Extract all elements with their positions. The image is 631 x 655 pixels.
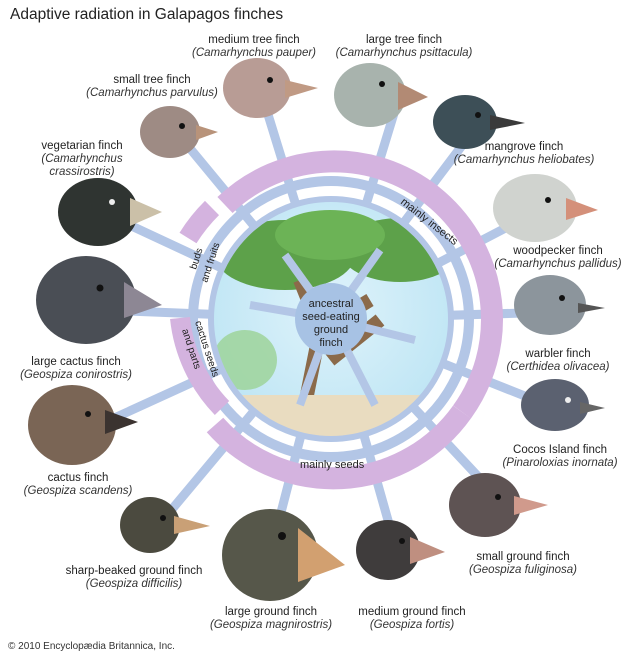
- label-small-tree-finch: small tree finch (Camarhynchus parvulus): [86, 74, 218, 100]
- small-tree-finch-head: [140, 106, 218, 158]
- label-cocos-island-finch: Cocos Island finch (Pinaroloxias inornat…: [502, 444, 617, 470]
- large-tree-finch-head: [334, 63, 428, 127]
- label-warbler-finch: warbler finch (Certhidea olivacea): [507, 348, 610, 374]
- label-mainly-seeds: mainly seeds: [300, 459, 365, 471]
- center-label: ancestral seed-eating ground finch: [296, 298, 366, 350]
- diagram-title: Adaptive radiation in Galapagos finches: [10, 6, 283, 24]
- label-medium-ground-finch: medium ground finch (Geospiza fortis): [358, 606, 465, 632]
- sharp-beaked-ground-finch-head: [120, 497, 210, 553]
- center-label-line1: ancestral: [296, 298, 366, 311]
- label-cactus-finch: cactus finch (Geospiza scandens): [24, 472, 133, 498]
- medium-tree-finch-head: [223, 58, 318, 118]
- warbler-finch-head: [514, 275, 605, 335]
- large-ground-finch-head: [222, 509, 345, 601]
- arc-buds-fruits: [188, 208, 212, 238]
- center-label-line2: seed-eating: [296, 311, 366, 324]
- large-cactus-finch-head: [36, 256, 162, 344]
- center-label-line3: ground: [296, 324, 366, 337]
- label-medium-tree-finch: medium tree finch (Camarhynchus pauper): [192, 34, 316, 60]
- copyright-notice: © 2010 Encyclopædia Britannica, Inc.: [8, 641, 175, 652]
- medium-ground-finch-head: [356, 520, 445, 580]
- cocos-island-finch-head: [521, 379, 605, 431]
- label-large-tree-finch: large tree finch (Camarhynchus psittacul…: [336, 34, 473, 60]
- label-large-ground-finch: large ground finch (Geospiza magnirostri…: [210, 606, 332, 632]
- label-large-cactus-finch: large cactus finch (Geospiza conirostris…: [20, 356, 132, 382]
- label-mangrove-finch: mangrove finch (Camarhynchus heliobates): [454, 141, 595, 167]
- label-sharp-beaked-ground-finch: sharp-beaked ground finch (Geospiza diff…: [66, 565, 203, 591]
- small-ground-finch-head: [449, 473, 548, 537]
- label-small-ground-finch: small ground finch (Geospiza fuliginosa): [469, 551, 577, 577]
- cactus-finch-head: [28, 385, 138, 465]
- label-woodpecker-finch: woodpecker finch (Camarhynchus pallidus): [494, 245, 621, 271]
- label-vegetarian-finch: vegetarian finch (Camarhynchus crassiros…: [41, 140, 122, 179]
- woodpecker-finch-head: [493, 174, 598, 242]
- center-label-line4: finch: [296, 337, 366, 350]
